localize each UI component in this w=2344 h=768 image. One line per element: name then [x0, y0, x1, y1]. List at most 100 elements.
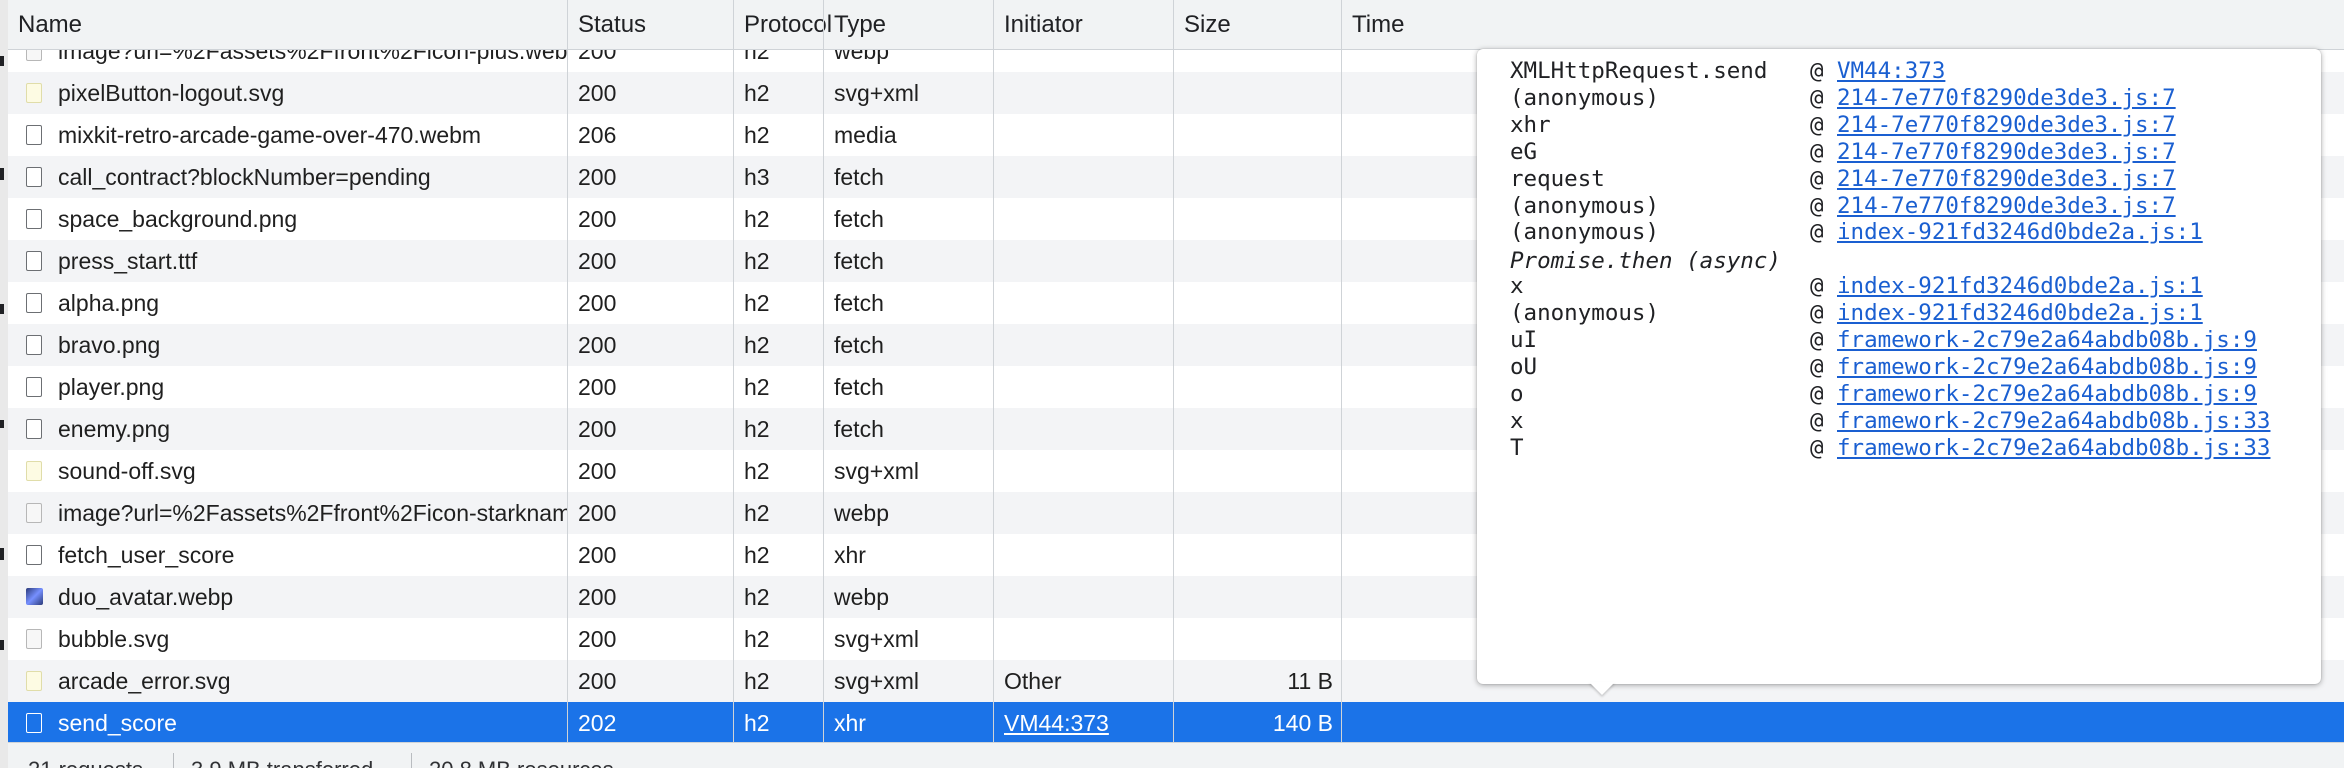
- column-header-initiator[interactable]: Initiator: [1004, 11, 1083, 38]
- request-name: duo_avatar.webp: [58, 584, 234, 610]
- stack-frame-source-link[interactable]: framework-2c79e2a64abdb08b.js:33: [1837, 407, 2271, 434]
- stack-frame-source-link[interactable]: index-921fd3246d0bde2a.js:1: [1837, 219, 2203, 246]
- cell-value: 200: [578, 542, 617, 568]
- table-header: Name Status Protocol Type Initiator Size…: [8, 0, 2344, 50]
- cell-name[interactable]: bravo.png: [8, 324, 567, 366]
- cell-protocol: h2: [734, 72, 823, 114]
- cell-name[interactable]: arcade_error.svg: [8, 660, 567, 702]
- stack-frame-function: (anonymous): [1510, 84, 1660, 111]
- column-header-protocol[interactable]: Protocol: [744, 11, 833, 38]
- stack-frame-source-link[interactable]: framework-2c79e2a64abdb08b.js:9: [1837, 380, 2257, 407]
- cell-name[interactable]: player.png: [8, 366, 567, 408]
- stack-frame-at-symbol: @: [1810, 407, 1824, 434]
- stack-frame-function: eG: [1510, 138, 1538, 165]
- column-divider[interactable]: [1173, 0, 1174, 742]
- stack-frame-source-link[interactable]: 214-7e770f8290de3de3.js:7: [1837, 165, 2176, 192]
- stack-frame-source-link[interactable]: 214-7e770f8290de3de3.js:7: [1837, 84, 2176, 111]
- stack-frame-at-symbol: @: [1810, 434, 1824, 461]
- request-name: image?url=%2Fassets%2Ffront%2Ficon-stark…: [58, 500, 567, 526]
- initiator-link[interactable]: VM44:373: [1004, 710, 1109, 736]
- column-header-size[interactable]: Size: [1184, 11, 1231, 38]
- cell-name[interactable]: fetch_user_score: [8, 534, 567, 576]
- column-divider[interactable]: [823, 0, 824, 742]
- cell-value: h2: [744, 248, 770, 274]
- cell-name[interactable]: duo_avatar.webp: [8, 576, 567, 618]
- stack-frame-source-link[interactable]: framework-2c79e2a64abdb08b.js:9: [1837, 353, 2257, 380]
- stack-frame-source-link[interactable]: framework-2c79e2a64abdb08b.js:9: [1837, 327, 2257, 353]
- cell-name[interactable]: space_background.png: [8, 198, 567, 240]
- cell-name[interactable]: mixkit-retro-arcade-game-over-470.webm: [8, 114, 567, 156]
- stack-frame-function: x: [1510, 273, 1524, 300]
- cell-value: 200: [578, 50, 617, 64]
- cell-type: fetch: [824, 282, 993, 324]
- stack-frame-source-link[interactable]: 214-7e770f8290de3de3.js:7: [1837, 111, 2176, 138]
- cell-status: 200: [568, 282, 733, 324]
- stack-frame-source-link[interactable]: VM44:373: [1837, 58, 1946, 84]
- cell-name[interactable]: image?url=%2Fassets%2Ffront%2Ficon-plus.…: [8, 50, 567, 72]
- column-header-time[interactable]: Time: [1352, 11, 1405, 38]
- cell-name[interactable]: bubble.svg: [8, 618, 567, 660]
- initiator-link[interactable]: Other: [1004, 668, 1062, 694]
- cell-initiator[interactable]: VM44:373: [994, 702, 1173, 742]
- cell-value: xhr: [834, 542, 866, 568]
- cell-protocol: h3: [734, 156, 823, 198]
- column-header-name[interactable]: Name: [18, 11, 83, 38]
- column-divider[interactable]: [993, 0, 994, 742]
- cell-type: media: [824, 114, 993, 156]
- request-name: call_contract?blockNumber=pending: [58, 164, 431, 190]
- cell-protocol: h2: [734, 618, 823, 660]
- stack-frame-source-link[interactable]: 214-7e770f8290de3de3.js:7: [1837, 192, 2176, 219]
- cell-type: svg+xml: [824, 450, 993, 492]
- request-name: press_start.ttf: [58, 248, 198, 274]
- cell-status: 200: [568, 534, 733, 576]
- cell-name[interactable]: send_score: [8, 702, 567, 742]
- cell-size: 140 B: [1174, 702, 1341, 742]
- cell-name[interactable]: press_start.ttf: [8, 240, 567, 282]
- cell-value: 200: [578, 290, 617, 316]
- table-row[interactable]: image?url=%2Fassets%2Ffront%2Ficon-plus.…: [8, 50, 2344, 72]
- cell-type: fetch: [824, 156, 993, 198]
- cell-value: 200: [578, 584, 617, 610]
- cell-protocol: h2: [734, 50, 823, 72]
- cell-type: webp: [824, 492, 993, 534]
- request-name: fetch_user_score: [58, 542, 235, 568]
- stack-frame-source-link[interactable]: index-921fd3246d0bde2a.js:1: [1837, 300, 2203, 327]
- document-file-icon: [26, 293, 42, 313]
- cell-protocol: h2: [734, 114, 823, 156]
- document-file-icon: [26, 125, 42, 145]
- column-header-type[interactable]: Type: [834, 11, 887, 38]
- cell-status: 200: [568, 366, 733, 408]
- cell-value: h2: [744, 374, 770, 400]
- cell-name[interactable]: call_contract?blockNumber=pending: [8, 156, 567, 198]
- cell-name[interactable]: sound-off.svg: [8, 450, 567, 492]
- cell-protocol: h2: [734, 450, 823, 492]
- column-header-status[interactable]: Status: [578, 11, 647, 38]
- stack-frame-function: (anonymous): [1510, 219, 1660, 246]
- stack-frame-source-link[interactable]: framework-2c79e2a64abdb08b.js:33: [1837, 434, 2271, 461]
- cell-initiator[interactable]: Other: [994, 660, 1173, 702]
- svg-file-icon: [26, 83, 42, 103]
- cell-value: fetch: [834, 206, 884, 232]
- column-divider[interactable]: [567, 0, 568, 742]
- cell-name[interactable]: alpha.png: [8, 282, 567, 324]
- column-divider[interactable]: [733, 0, 734, 742]
- cell-name[interactable]: pixelButton-logout.svg: [8, 72, 567, 114]
- cell-name[interactable]: image?url=%2Fassets%2Ffront%2Ficon-stark…: [8, 492, 567, 534]
- stack-frame-source-link[interactable]: index-921fd3246d0bde2a.js:1: [1837, 273, 2203, 300]
- document-file-icon: [26, 713, 42, 733]
- image-file-icon: [26, 50, 42, 61]
- column-divider[interactable]: [1341, 0, 1342, 742]
- cell-protocol: h2: [734, 408, 823, 450]
- cell-value: h2: [744, 584, 770, 610]
- stack-frame-source-link[interactable]: 214-7e770f8290de3de3.js:7: [1837, 138, 2176, 165]
- cell-name[interactable]: enemy.png: [8, 408, 567, 450]
